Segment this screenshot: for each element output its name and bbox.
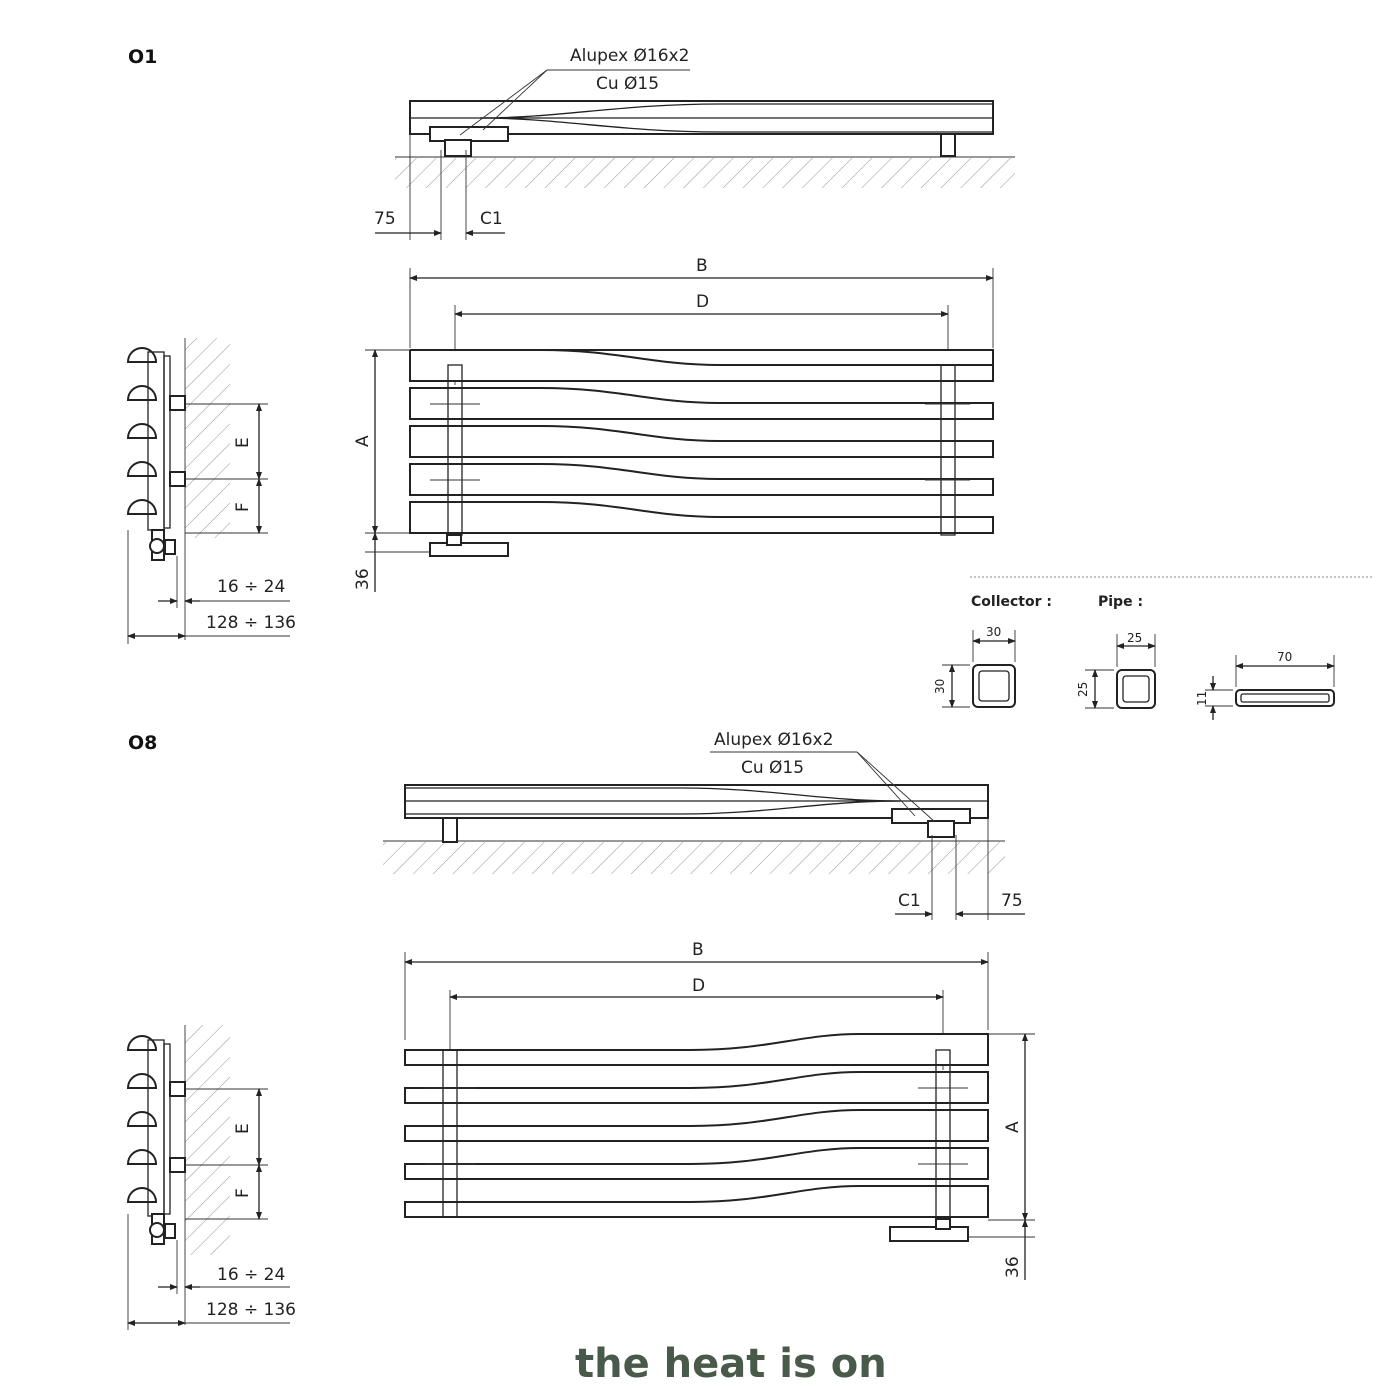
o1-dim-d: D bbox=[696, 292, 709, 312]
o8-cu-label: Cu Ø15 bbox=[741, 758, 804, 778]
o1-dim-36: 36 bbox=[353, 568, 373, 590]
o8-dim-b: B bbox=[692, 940, 704, 960]
o8-dim-c1: C1 bbox=[898, 891, 921, 911]
o1-front-view bbox=[365, 268, 994, 592]
o1-dim-a: A bbox=[353, 435, 373, 447]
flat-height: 11 bbox=[1195, 691, 1209, 706]
o8-dim-75: 75 bbox=[1001, 891, 1023, 911]
collector-width: 30 bbox=[986, 625, 1001, 639]
o8-dim-e: E bbox=[233, 1123, 253, 1134]
o8-side-view bbox=[126, 1025, 290, 1330]
o1-alupex-label: Alupex Ø16x2 bbox=[570, 46, 689, 66]
o1-side-view bbox=[126, 338, 290, 644]
profiles-panel bbox=[942, 576, 1372, 720]
o1-dim-f: F bbox=[233, 502, 253, 512]
pipe-height: 25 bbox=[1076, 682, 1090, 697]
section-o1-title: O1 bbox=[128, 46, 157, 68]
o8-alupex-label: Alupex Ø16x2 bbox=[714, 730, 833, 750]
section-o8-title: O8 bbox=[128, 732, 157, 754]
collector-title: Collector : bbox=[971, 594, 1052, 610]
o1-dim-b: B bbox=[696, 256, 708, 276]
flat-width: 70 bbox=[1277, 650, 1292, 664]
collector-height: 30 bbox=[933, 679, 947, 694]
o8-dim-16-24: 16 ÷ 24 bbox=[217, 1265, 285, 1285]
o1-dim-e: E bbox=[233, 437, 253, 448]
o1-dim-c1: C1 bbox=[480, 209, 503, 229]
pipe-width: 25 bbox=[1127, 631, 1142, 645]
pipe-title: Pipe : bbox=[1098, 594, 1143, 610]
o8-dim-36: 36 bbox=[1003, 1256, 1023, 1278]
o8-front-view bbox=[404, 952, 1035, 1280]
o8-dim-128-136: 128 ÷ 136 bbox=[206, 1300, 296, 1320]
o1-dim-16-24: 16 ÷ 24 bbox=[217, 577, 285, 597]
o1-cu-label: Cu Ø15 bbox=[596, 74, 659, 94]
o1-dim-75: 75 bbox=[374, 209, 396, 229]
brand-logo: the heat is on bbox=[575, 1341, 887, 1387]
o1-top-view bbox=[375, 69, 1015, 240]
o8-dim-a: A bbox=[1003, 1121, 1023, 1133]
o8-top-view bbox=[383, 751, 1025, 920]
o8-dim-d: D bbox=[692, 976, 705, 996]
o1-dim-128-136: 128 ÷ 136 bbox=[206, 613, 296, 633]
o8-dim-f: F bbox=[233, 1188, 253, 1198]
